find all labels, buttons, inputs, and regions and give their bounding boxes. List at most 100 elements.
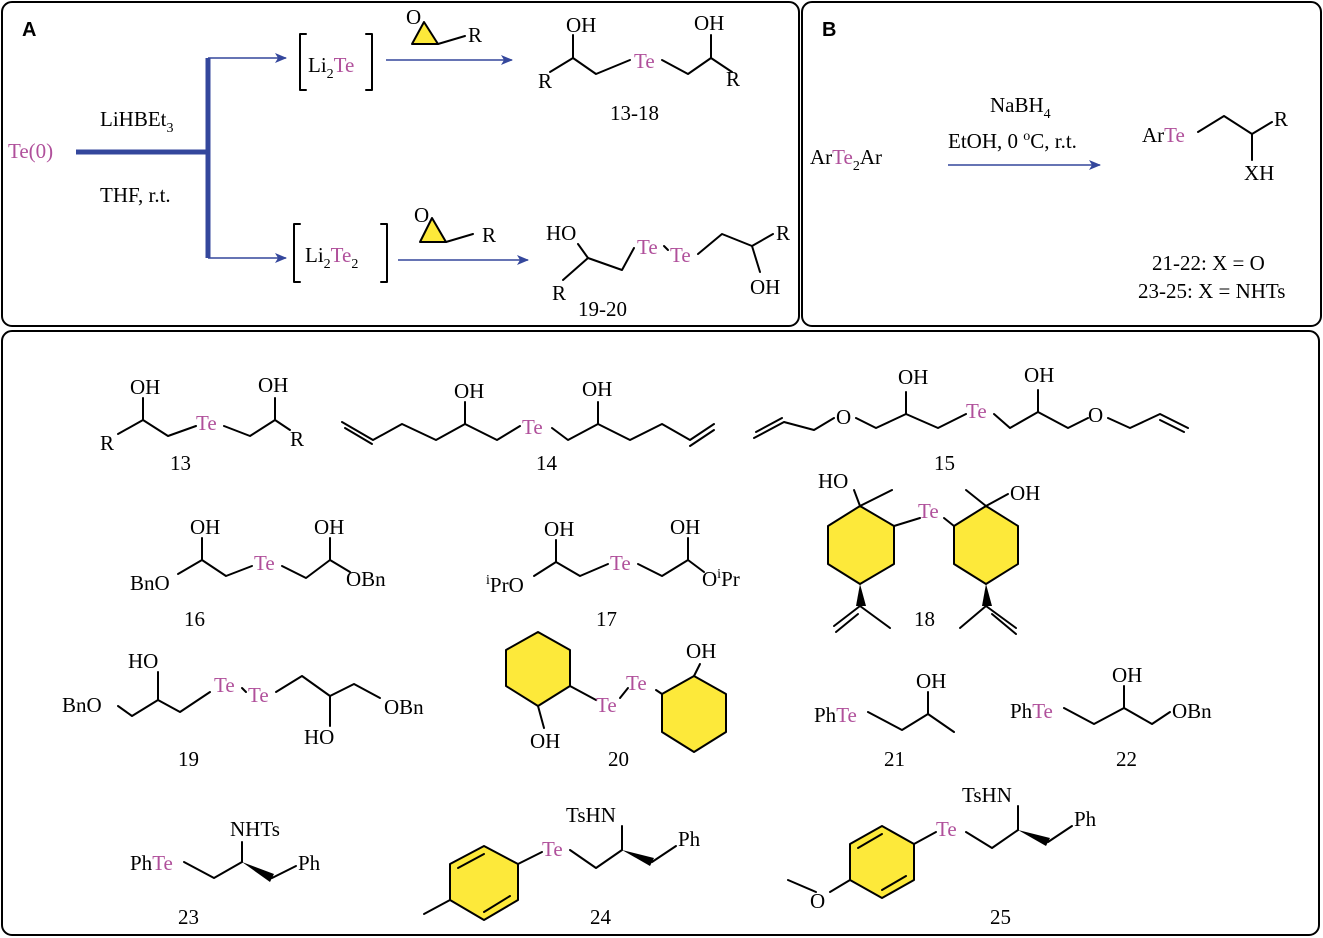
svg-text:OH: OH <box>898 365 928 389</box>
svg-text:NHTs: NHTs <box>230 817 280 841</box>
compound-15: O O OH OH Te 15 <box>753 363 1189 475</box>
svg-text:Li2Te: Li2Te <box>308 53 354 82</box>
svg-text:22: 22 <box>1116 747 1137 771</box>
svg-text:HO: HO <box>304 725 334 749</box>
conditions-b: EtOH, 0 oC, r.t. <box>948 129 1077 153</box>
svg-text:PhTe: PhTe <box>130 851 173 875</box>
svg-text:OH: OH <box>686 639 716 663</box>
svg-text:ArTe: ArTe <box>1142 123 1185 147</box>
svg-text:R: R <box>468 23 482 47</box>
svg-text:Te: Te <box>936 817 957 841</box>
svg-text:Ph: Ph <box>1074 807 1097 831</box>
svg-text:OH: OH <box>544 517 574 541</box>
epoxide-lower: O R <box>414 203 496 247</box>
note-x-o: 21-22: X = O <box>1152 251 1265 275</box>
svg-text:O: O <box>810 889 825 913</box>
svg-text:OH: OH <box>750 275 780 299</box>
compound-16: OH OH Te BnO OBn 16 <box>130 515 386 631</box>
svg-text:OH: OH <box>130 375 160 399</box>
svg-text:OH: OH <box>530 729 560 753</box>
svg-text:OBn: OBn <box>346 567 386 591</box>
panel-b-label: B <box>822 19 836 41</box>
svg-text:O: O <box>1088 403 1103 427</box>
compound-23: PhTe NHTs Ph 23 <box>130 817 321 929</box>
svg-text:14: 14 <box>536 451 558 475</box>
solvent-thf: THF, r.t. <box>100 183 171 207</box>
svg-text:17: 17 <box>596 607 617 631</box>
svg-text:15: 15 <box>934 451 955 475</box>
svg-text:R: R <box>482 223 496 247</box>
svg-text:Ph: Ph <box>298 851 321 875</box>
panel-c-frame <box>1 330 1320 936</box>
svg-text:BnO: BnO <box>130 571 170 595</box>
reagent-nabh4: NaBH4 <box>990 93 1051 122</box>
svg-text:OH: OH <box>1024 363 1054 387</box>
note-x-nhts: 23-25: X = NHTs <box>1138 279 1285 303</box>
svg-text:R: R <box>726 67 740 91</box>
svg-text:23: 23 <box>178 905 199 929</box>
svg-text:Te: Te <box>596 693 617 717</box>
svg-text:Te: Te <box>637 235 658 259</box>
svg-text:R: R <box>100 431 114 455</box>
svg-text:Te: Te <box>542 837 563 861</box>
svg-text:HO: HO <box>546 221 576 245</box>
svg-text:OH: OH <box>314 515 344 539</box>
epoxide-upper: O R <box>406 5 482 47</box>
panel-b-scheme: ArTe2Ar NaBH4 EtOH, 0 oC, r.t. ArTe R XH… <box>810 93 1288 303</box>
svg-text:OH: OH <box>670 515 700 539</box>
panel-a-frame <box>1 1 800 327</box>
svg-text:TsHN: TsHN <box>566 803 616 827</box>
svg-text:XH: XH <box>1244 161 1274 185</box>
reagent-lihbet3: LiHBEt3 <box>100 107 174 136</box>
svg-text:OH: OH <box>582 377 612 401</box>
compound-22: PhTe OH OBn 22 <box>1010 663 1212 771</box>
svg-text:HO: HO <box>818 469 848 493</box>
svg-text:Te: Te <box>254 551 275 575</box>
svg-text:OH: OH <box>566 13 596 37</box>
svg-text:OH: OH <box>454 379 484 403</box>
svg-text:Te: Te <box>626 671 647 695</box>
diaryl-ditelluride: ArTe2Ar <box>810 145 882 174</box>
compound-13: OH OH Te R R 13 <box>100 373 304 475</box>
svg-text:R: R <box>290 427 304 451</box>
svg-text:OBn: OBn <box>1172 699 1212 723</box>
compound-20: OH Te Te OH 20 <box>505 631 727 771</box>
svg-text:Te: Te <box>214 673 235 697</box>
svg-text:OH: OH <box>694 11 724 35</box>
svg-text:OH: OH <box>1010 481 1040 505</box>
svg-text:Te: Te <box>918 499 939 523</box>
compound-18: HO OH Te 18 <box>818 469 1040 635</box>
svg-text:OBn: OBn <box>384 695 424 719</box>
svg-text:16: 16 <box>184 607 205 631</box>
compound-17: OH OH Te iPrO OiPr 17 <box>486 515 740 631</box>
svg-text:Te: Te <box>966 399 987 423</box>
svg-text:20: 20 <box>608 747 629 771</box>
svg-text:19-20: 19-20 <box>578 297 627 321</box>
te0-reactant: Te(0) <box>8 139 53 163</box>
svg-text:R: R <box>1274 107 1288 131</box>
svg-text:Te: Te <box>248 683 269 707</box>
svg-text:BnO: BnO <box>62 693 102 717</box>
compound-24: Te TsHN Ph 24 <box>423 803 701 929</box>
svg-text:24: 24 <box>590 905 612 929</box>
svg-text:HO: HO <box>128 649 158 673</box>
li2te-intermediate: Li2Te <box>299 33 373 91</box>
panel-b-frame <box>801 1 1322 327</box>
panel-a-label: A <box>22 19 36 41</box>
svg-text:PhTe: PhTe <box>1010 699 1053 723</box>
svg-text:Te: Te <box>670 243 691 267</box>
svg-text:OH: OH <box>1112 663 1142 687</box>
svg-text:18: 18 <box>914 607 935 631</box>
li2te2-intermediate: Li2Te2 <box>293 223 388 283</box>
product-b: ArTe R XH <box>1142 107 1288 185</box>
svg-text:Ph: Ph <box>678 827 701 851</box>
svg-text:Te: Te <box>610 551 631 575</box>
product-13-18: OH OH Te R R 13-18 <box>538 11 740 125</box>
svg-text:OH: OH <box>258 373 288 397</box>
svg-text:iPrO: iPrO <box>486 573 524 597</box>
svg-text:O: O <box>406 5 421 29</box>
svg-text:Te: Te <box>634 49 655 73</box>
compound-19: HO BnO Te Te HO OBn 19 <box>62 649 424 771</box>
